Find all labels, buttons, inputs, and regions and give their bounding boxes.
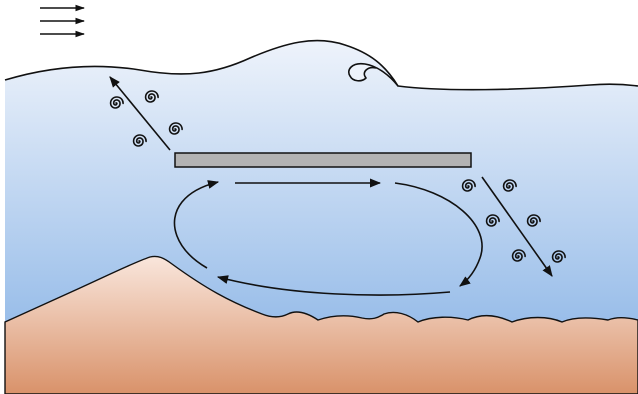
wind-direction-arrows-icon — [40, 8, 84, 34]
submerged-plate — [175, 153, 471, 167]
